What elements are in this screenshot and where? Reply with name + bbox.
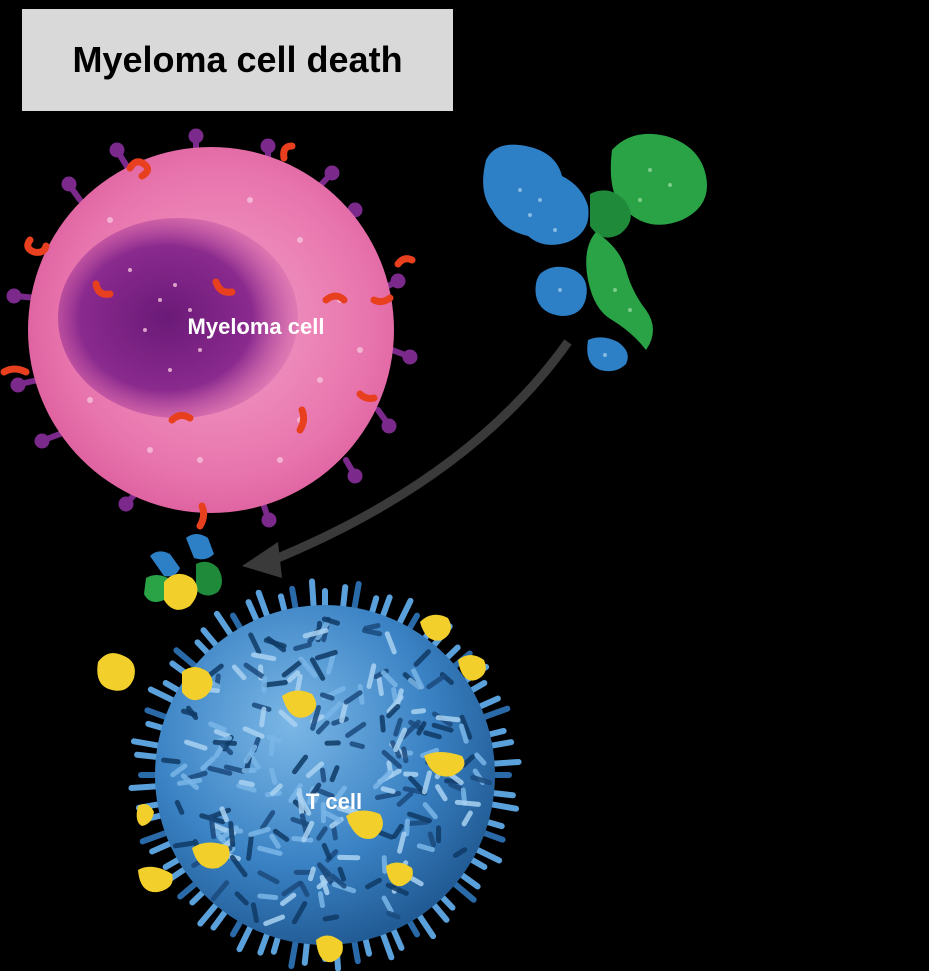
myeloma-red-receptors [0, 142, 416, 530]
page-title: Myeloma cell death [72, 39, 403, 80]
t-cell-yellow-markers [97, 573, 486, 963]
t-cell-label: T cell [306, 789, 362, 814]
myeloma-speckles [87, 197, 363, 463]
arrow-head-icon [242, 542, 282, 578]
curved-arrow-icon [266, 339, 572, 567]
t-cell-icon: T cell [97, 573, 522, 971]
myeloma-cell-icon: Myeloma cell [0, 128, 418, 530]
myeloma-cell-label: Myeloma cell [188, 314, 325, 339]
myeloma-nucleus [58, 218, 298, 418]
bridging-antibody-icon [144, 534, 222, 602]
title-box: Myeloma cell death [22, 9, 453, 111]
bispecific-antibody-icon [483, 133, 707, 372]
